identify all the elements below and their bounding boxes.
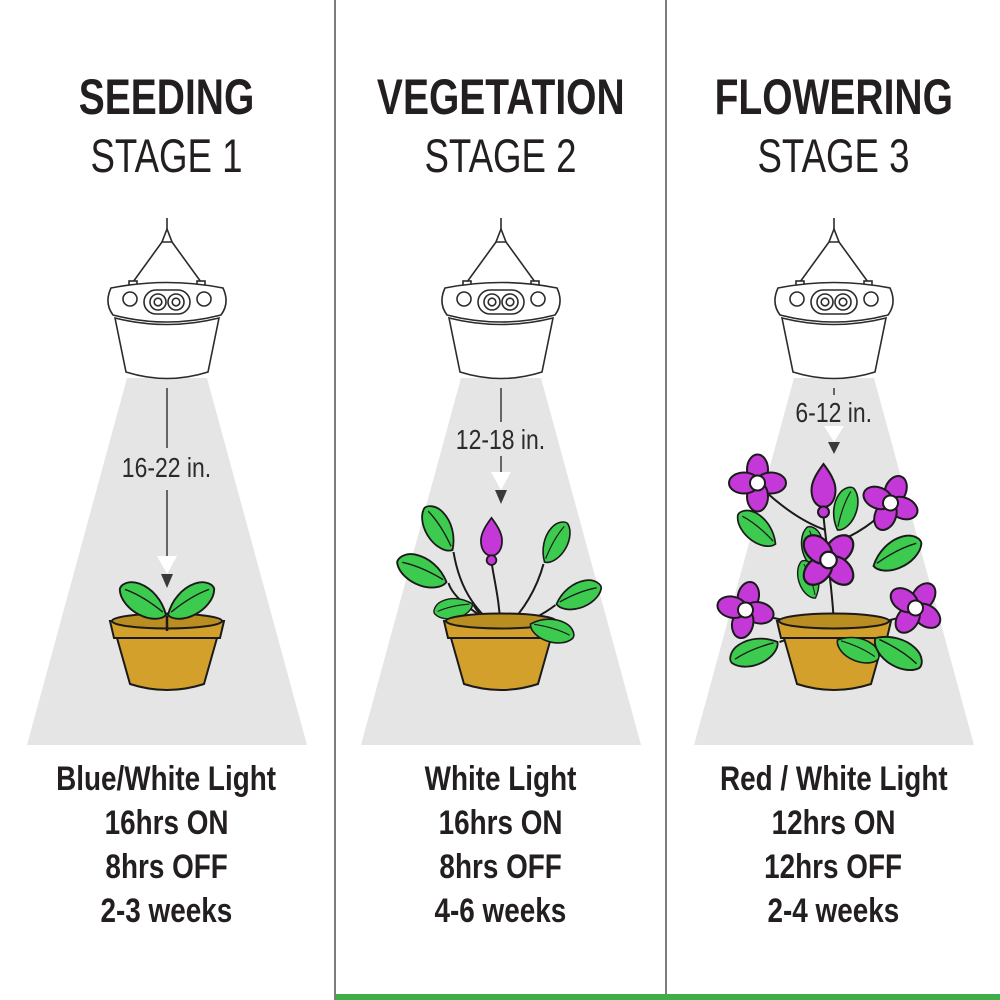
hang-distance-label: 6-12 in. xyxy=(795,397,872,428)
hang-distance-label: 12-18 in. xyxy=(455,424,546,455)
stage-column-seeding: SEEDING STAGE 1 16-22 in. Blue/White Lig… xyxy=(0,0,333,1000)
budding-plant-icon xyxy=(392,500,604,691)
seedling-icon xyxy=(112,577,221,631)
arrowhead-white xyxy=(490,472,511,490)
light-color-line: White Light xyxy=(424,760,577,798)
column-divider-1 xyxy=(334,0,336,1000)
hang-distance-label: 16-22 in. xyxy=(121,452,212,483)
stage-info: Blue/White Light 16hrs ON 8hrs OFF 2-3 w… xyxy=(0,757,333,933)
arrowhead-white xyxy=(823,426,844,442)
hours-off-line: 12hrs OFF xyxy=(764,848,903,886)
duration-line: 2-4 weeks xyxy=(767,892,900,930)
vegetation-illustration xyxy=(360,217,641,745)
hours-off-line: 8hrs OFF xyxy=(105,848,228,886)
light-color-line: Blue/White Light xyxy=(56,760,277,798)
grow-light-lamp-icon xyxy=(773,217,894,380)
arrowhead-icon xyxy=(494,490,507,504)
hours-on-line: 16hrs ON xyxy=(438,804,563,842)
stage-title: SEEDING xyxy=(78,69,255,125)
stage-title: FLOWERING xyxy=(714,69,953,125)
hours-on-line: 16hrs ON xyxy=(104,804,229,842)
stage-subtitle: STAGE 2 xyxy=(424,129,577,182)
stage-column-flowering: FLOWERING STAGE 3 xyxy=(667,0,1000,1000)
flowering-illustration xyxy=(693,217,974,745)
bottom-accent-bar xyxy=(336,994,1000,1000)
stage-title: VEGETATION xyxy=(376,69,625,125)
arrowhead-icon xyxy=(160,574,173,588)
duration-line: 2-3 weeks xyxy=(100,892,233,930)
light-color-line: Red / White Light xyxy=(719,760,948,798)
stage-subtitle: STAGE 3 xyxy=(757,129,910,182)
arrowhead-white xyxy=(156,556,177,574)
flowering-plant-icon xyxy=(710,453,956,691)
stage-info: White Light 16hrs ON 8hrs OFF 4-6 weeks xyxy=(334,757,667,933)
duration-line: 4-6 weeks xyxy=(434,892,567,930)
grow-light-lamp-icon xyxy=(440,217,561,380)
hours-off-line: 8hrs OFF xyxy=(439,848,562,886)
hours-on-line: 12hrs ON xyxy=(771,804,896,842)
grow-light-lamp-icon xyxy=(106,217,227,380)
stage-column-vegetation: VEGETATION STAGE 2 xyxy=(334,0,667,1000)
seeding-illustration xyxy=(26,217,307,745)
stage-subtitle: STAGE 1 xyxy=(90,129,243,182)
arrowhead-icon xyxy=(827,442,840,454)
stage-info: Red / White Light 12hrs ON 12hrs OFF 2-4… xyxy=(667,757,1000,933)
light-beam xyxy=(360,378,641,745)
column-divider-2 xyxy=(665,0,667,1000)
